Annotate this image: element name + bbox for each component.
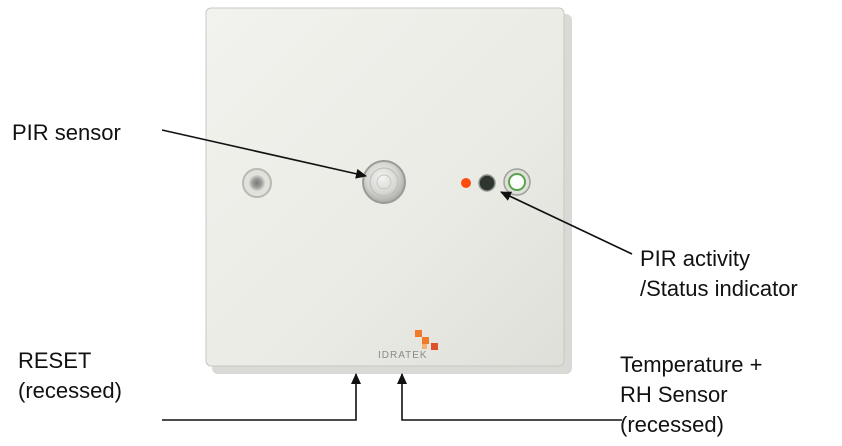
pir-sensor-arrow: [161, 129, 367, 179]
label-temperature-line2: RH Sensor: [620, 382, 728, 407]
screw-icon: [242, 168, 272, 198]
label-reset-line2: (recessed): [18, 378, 122, 403]
label-pir-activity: PIR activity /Status indicator: [640, 244, 798, 304]
status-led-dark: [478, 174, 496, 192]
reset-arrow: [162, 373, 361, 421]
label-pir-activity-line2: /Status indicator: [640, 276, 798, 301]
temperature-arrow: [397, 373, 622, 421]
label-pir-sensor-text: PIR sensor: [12, 120, 121, 145]
brand-name: IDRATEK: [378, 350, 428, 361]
pir-activity-arrow: [500, 191, 633, 255]
label-reset: RESET (recessed): [18, 346, 122, 406]
label-pir-sensor: PIR sensor: [12, 118, 121, 148]
pir-sensor-lens: [362, 160, 406, 204]
label-temperature-line3: (recessed): [620, 412, 724, 437]
status-indicator-ring: [503, 168, 531, 196]
label-temperature: Temperature + RH Sensor (recessed): [620, 350, 762, 440]
label-reset-line1: RESET: [18, 348, 92, 373]
status-led-red: [461, 178, 471, 188]
label-pir-activity-line1: PIR activity: [640, 246, 751, 271]
label-temperature-line1: Temperature +: [620, 352, 763, 377]
logo-icon: [415, 330, 438, 350]
